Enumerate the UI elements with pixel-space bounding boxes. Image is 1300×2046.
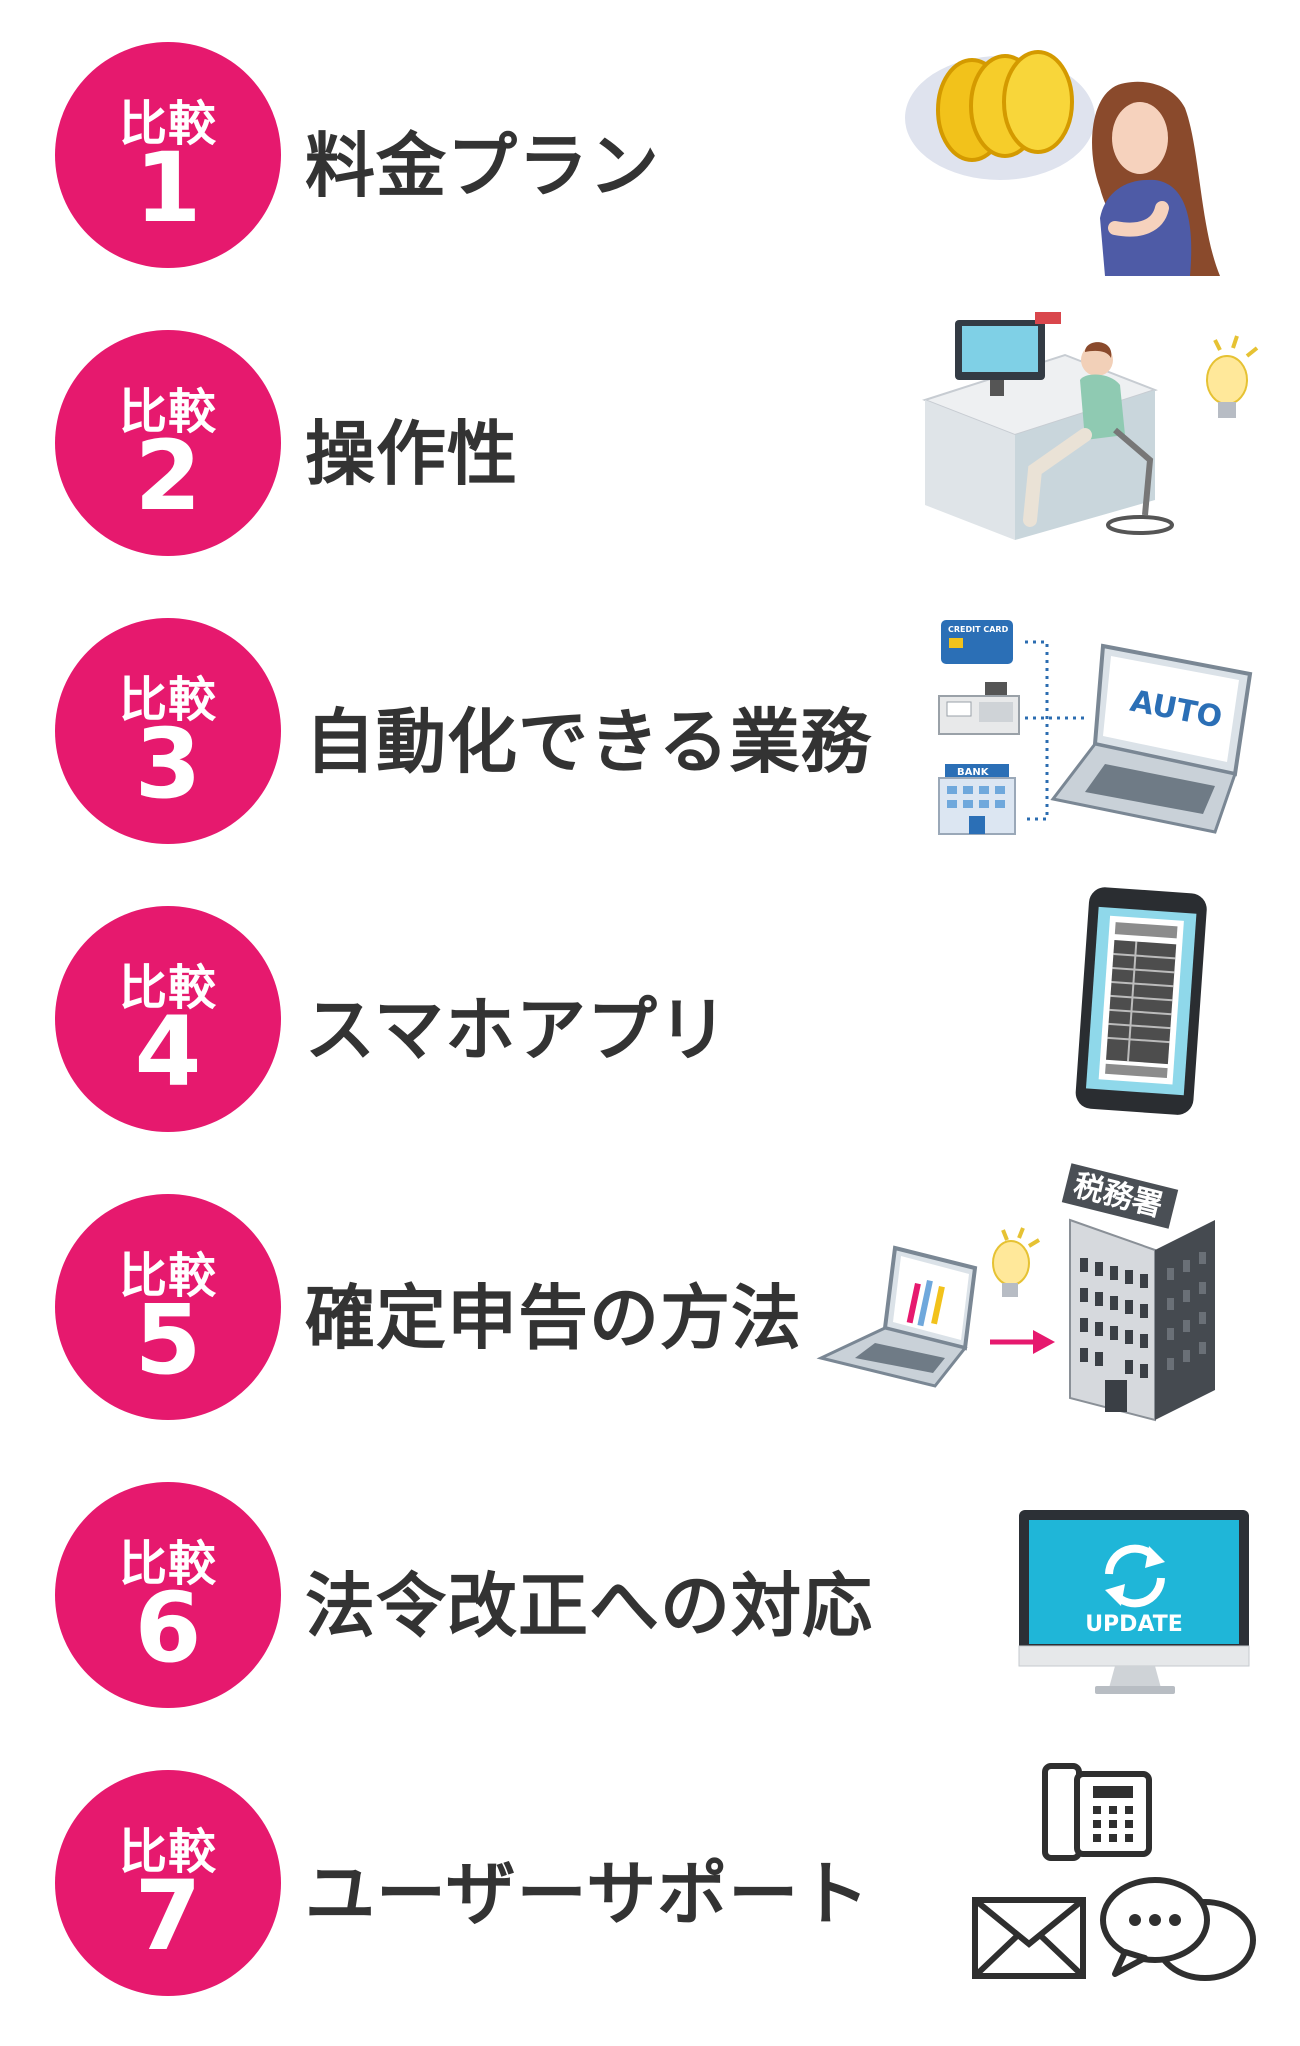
update-label: UPDATE [1085,1612,1183,1637]
badge-number: 1 [134,132,202,244]
comparison-item-5: 比較 5 確定申告の方法 [0,1163,1300,1434]
credit-card-icon: CREDIT CARD [941,620,1013,664]
bank-label: BANK [957,767,990,778]
comparison-badge: 比較 5 [55,1194,281,1420]
tax-office-illustration: 税務署 [815,1158,1265,1428]
credit-card-label: CREDIT CARD [948,625,1009,634]
badge-number: 2 [134,420,202,532]
item-title: 確定申告の方法 [305,1277,802,1359]
comparison-badge: 比較 6 [55,1482,281,1708]
item-title: ユーザーサポート [305,1853,871,1935]
laptop-icon: AUTO [1050,643,1253,834]
lightbulb-icon [1206,335,1259,418]
badge-number: 5 [134,1284,202,1396]
coins-woman-illustration [900,28,1220,278]
badge-number: 7 [134,1860,202,1972]
badge-label: 比較 [118,96,217,152]
item-title: 自動化できる業務 [305,701,872,783]
bank-building-icon: BANK [938,764,1016,835]
badge-number: 6 [134,1572,202,1684]
item-title: 料金プラン [305,125,660,207]
update-monitor-illustration: UPDATE [1015,1506,1255,1706]
refresh-icon [1105,1544,1165,1608]
cash-register-icon [938,682,1020,735]
badge-label: 比較 [118,672,217,728]
envelope-icon [972,1897,1086,1979]
badge-label: 比較 [118,384,217,440]
comparison-badge: 比較 1 [55,42,281,268]
badge-number: 3 [134,708,202,820]
telephone-icon [1042,1763,1152,1861]
comparison-badge: 比較 3 [55,618,281,844]
arrow-right-icon [990,1330,1055,1354]
desk-computer-illustration [915,310,1265,560]
comparison-item-7: 比較 7 ユーザーサポート [0,1763,1300,2010]
comparison-item-3: 比較 3 自動化できる業務 CREDIT CARD BANK [0,618,1300,858]
office-building-icon: 税務署 [1061,1163,1215,1422]
comparison-item-2: 比較 2 操作性 [0,312,1300,570]
comparison-badge: 比較 7 [55,1770,281,1996]
auto-laptop-illustration: CREDIT CARD BANK [935,614,1265,854]
badge-label: 比較 [118,960,217,1016]
chat-bubble-icon [1100,1877,1256,1981]
comparison-badge: 比較 2 [55,330,281,556]
item-title: 操作性 [305,413,518,495]
comparison-item-1: 比較 1 料金プラン [0,42,1300,282]
badge-number: 4 [134,996,202,1108]
laptop-icon [816,1245,978,1388]
lightbulb-icon [992,1227,1041,1297]
badge-label: 比較 [118,1536,217,1592]
comparison-badge: 比較 4 [55,906,281,1132]
support-contact-illustration [965,1760,1265,2010]
item-title: 法令改正への対応 [305,1565,873,1647]
comparison-item-6: 比較 6 法令改正への対応 UPDATE [0,1482,1300,1722]
smartphone-illustration [1060,884,1220,1124]
badge-label: 比較 [118,1824,217,1880]
badge-label: 比較 [118,1248,217,1304]
coin-icon [936,50,1074,162]
item-title: スマホアプリ [305,989,729,1071]
comparison-item-4: 比較 4 スマホアプリ [0,887,1300,1146]
